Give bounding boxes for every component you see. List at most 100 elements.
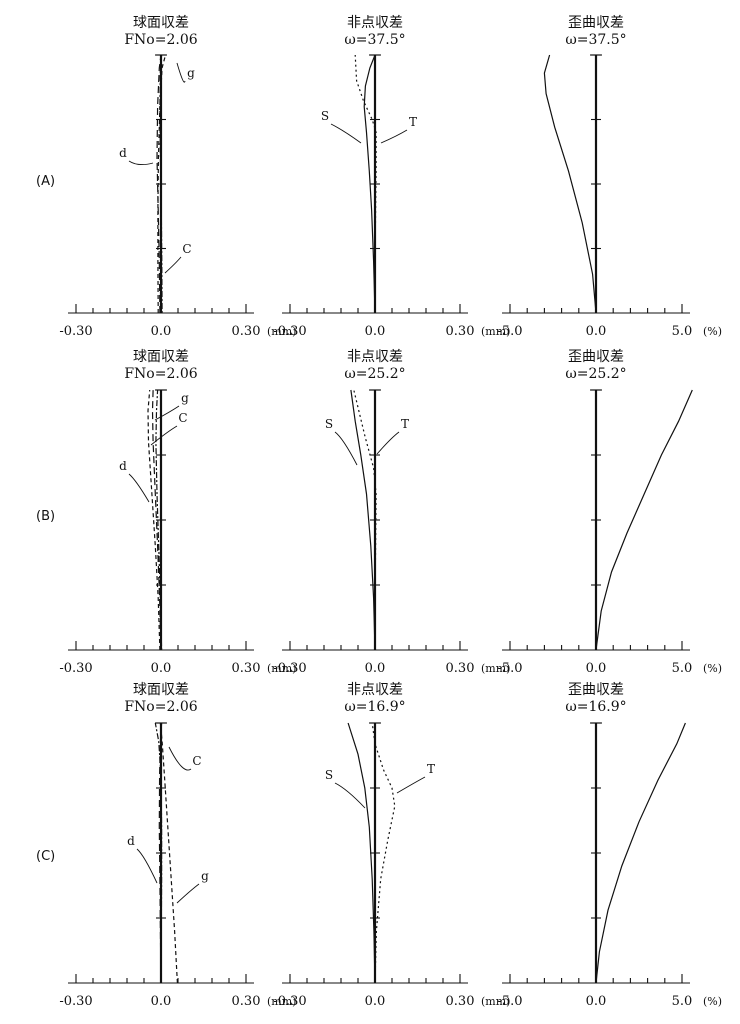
series-g-label: g [181, 391, 189, 405]
row-label-a: (A) [36, 174, 55, 189]
series-T-label: T [401, 417, 409, 431]
x-tick-label: 5.0 [672, 994, 693, 1009]
series-g-label: g [201, 869, 209, 883]
plot-title: 非点収差 [347, 15, 403, 31]
x-tick-label: -5.0 [497, 661, 522, 676]
series-S-line [347, 722, 376, 984]
series-g-line [147, 389, 161, 651]
series-d-label: d [119, 459, 127, 473]
x-tick-label: 0.30 [446, 324, 475, 339]
series-S-leader [330, 123, 362, 144]
x-tick-label: -0.30 [59, 324, 92, 339]
series-C-label: C [182, 242, 191, 256]
series-T-label: T [427, 762, 435, 776]
series-S-label: S [325, 417, 333, 431]
series-d-line [156, 54, 162, 314]
x-unit-label: (%) [703, 325, 722, 338]
x-tick-label: 0.0 [365, 324, 386, 339]
series-distortion-line [543, 54, 597, 314]
plot-subtitle: FNo=2.06 [124, 699, 197, 715]
series-g-leader [176, 62, 186, 83]
series-g-line [157, 54, 167, 314]
series-C-label: C [192, 754, 201, 768]
series-S-leader [334, 782, 366, 809]
x-tick-label: -0.30 [273, 994, 306, 1009]
series-C-line [154, 722, 163, 984]
series-C-line [159, 54, 163, 314]
plot-title: 歪曲収差 [568, 349, 624, 365]
series-d-leader [128, 473, 150, 503]
row-label-b: (B) [36, 509, 55, 524]
plot-subtitle: FNo=2.06 [124, 32, 197, 48]
x-unit-label: (mm) [481, 325, 510, 338]
series-distortion-line [595, 389, 693, 651]
series-d-label: d [119, 146, 127, 160]
plot-subtitle: ω=37.5° [344, 32, 405, 48]
x-tick-label: -5.0 [497, 324, 522, 339]
plot-title: 歪曲収差 [568, 15, 624, 31]
series-T-line [371, 722, 396, 984]
x-unit-label: (%) [703, 662, 722, 675]
x-tick-label: -0.30 [273, 324, 306, 339]
plot-title: 球面収差 [133, 682, 189, 698]
plot-subtitle: ω=16.9° [565, 699, 626, 715]
x-unit-label: (mm) [267, 995, 296, 1008]
series-T-label: T [409, 115, 417, 129]
series-C-leader [150, 425, 178, 446]
series-S-line [350, 389, 376, 651]
x-unit-label: (%) [703, 995, 722, 1008]
x-tick-label: 0.0 [151, 324, 172, 339]
series-S-label: S [321, 109, 329, 123]
series-S-label: S [325, 768, 333, 782]
series-C-line [155, 389, 163, 651]
plot-title: 球面収差 [133, 349, 189, 365]
x-tick-label: 0.0 [151, 994, 172, 1009]
x-tick-label: 0.30 [232, 994, 261, 1009]
series-d-leader [136, 848, 158, 884]
row-label-c: (C) [36, 849, 55, 864]
x-tick-label: 0.0 [365, 661, 386, 676]
series-T-leader [376, 431, 400, 455]
x-unit-label: (mm) [267, 325, 296, 338]
x-tick-label: 0.0 [586, 661, 607, 676]
series-T-leader [396, 776, 426, 794]
x-unit-label: (mm) [481, 995, 510, 1008]
plot-title: 歪曲収差 [568, 682, 624, 698]
series-d-leader [128, 160, 154, 166]
x-unit-label: (mm) [481, 662, 510, 675]
plot-title: 非点収差 [347, 682, 403, 698]
series-distortion-line [595, 722, 686, 984]
plot-title: 球面収差 [133, 15, 189, 31]
x-tick-label: 0.0 [586, 324, 607, 339]
series-d-line [158, 722, 163, 984]
series-g-line [159, 722, 178, 984]
series-T-leader [380, 129, 408, 144]
x-tick-label: 0.0 [365, 994, 386, 1009]
series-T-line [354, 54, 377, 313]
x-tick-label: -0.30 [273, 661, 306, 676]
series-C-leader [164, 256, 182, 274]
x-tick-label: 0.30 [446, 661, 475, 676]
series-g-leader [154, 405, 180, 421]
series-C-leader [168, 746, 192, 771]
plot-subtitle: ω=37.5° [565, 32, 626, 48]
plot-subtitle: ω=25.2° [565, 366, 626, 382]
series-S-leader [334, 431, 358, 466]
series-S-line [363, 54, 376, 314]
x-tick-label: 0.0 [586, 994, 607, 1009]
series-d-label: d [127, 834, 135, 848]
plot-subtitle: ω=16.9° [344, 699, 405, 715]
plot-title: 非点収差 [347, 349, 403, 365]
x-tick-label: 0.30 [232, 324, 261, 339]
plot-subtitle: ω=25.2° [344, 366, 405, 382]
